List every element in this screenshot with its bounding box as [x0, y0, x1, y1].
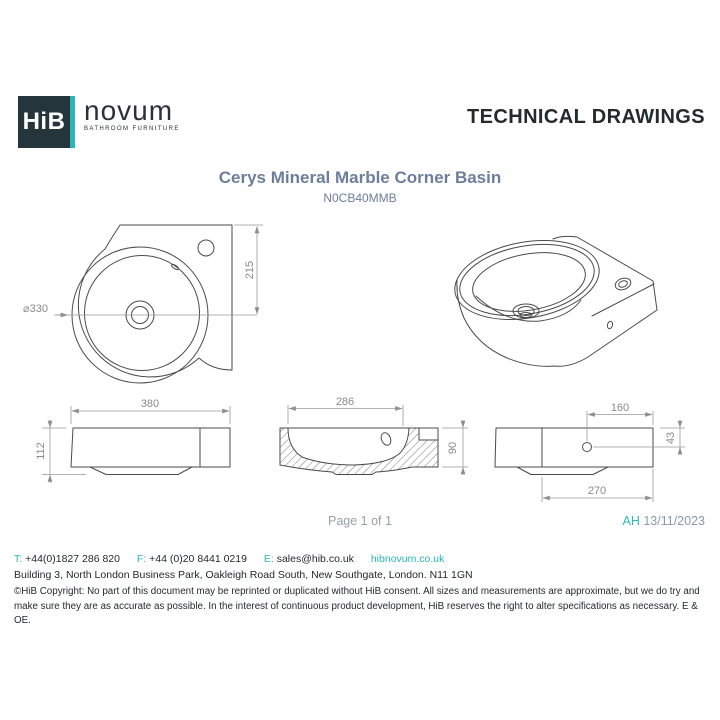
- product-name: Cerys Mineral Marble Corner Basin: [218, 168, 502, 187]
- email-address[interactable]: sales@hib.co.uk: [276, 553, 354, 565]
- company-address: Building 3, North London Business Park, …: [14, 569, 473, 581]
- section-deck-notch: [418, 427, 439, 441]
- side-overflow-hole: [582, 442, 592, 452]
- side-view-drawing: 160 43 270: [494, 402, 685, 502]
- novum-wordmark: novum BATHROOM FURNITURE: [84, 95, 180, 133]
- page-title: TECHNICAL DRAWINGS: [467, 106, 705, 128]
- plan-overflow-mark: [170, 263, 180, 271]
- persp-overflow-hole: [606, 320, 614, 330]
- plan-outline: [77, 224, 233, 378]
- side-width-label: 270: [588, 485, 606, 497]
- side-tap-drop-label: 43: [665, 432, 677, 444]
- email-label: E:: [263, 553, 274, 565]
- plan-basin-circle: [84, 255, 200, 371]
- page-number: Page 1 of 1: [328, 514, 392, 528]
- plan-diameter-label: ⌀330: [23, 303, 48, 315]
- revision-date: AH 13/11/2023: [623, 514, 706, 528]
- side-tap-offset-label: 160: [611, 402, 629, 414]
- fax-number: +44 (0)20 8441 0219: [149, 553, 247, 565]
- side-plinth: [516, 466, 609, 475]
- persp-drain-mid: [517, 306, 535, 316]
- plan-view-drawing: ⌀330 215: [23, 224, 263, 384]
- brand-name: novum: [84, 95, 174, 126]
- persp-bowl-curve: [475, 295, 582, 322]
- copyright-notice: ©HiB Copyright: No part of this document…: [14, 586, 700, 626]
- persp-rim-outer: [454, 239, 600, 321]
- plan-tap-hole: [197, 239, 215, 257]
- plan-depth-label: 215: [244, 261, 256, 279]
- persp-tap-hole-inner: [618, 280, 628, 288]
- section-tap-hole: [380, 432, 392, 446]
- persp-bowl-opening: [472, 252, 586, 312]
- persp-tap-hole: [614, 277, 632, 291]
- phone-number: +44(0)1827 286 820: [25, 553, 120, 565]
- front-plinth: [89, 466, 193, 475]
- revision-initials: AH: [622, 514, 640, 528]
- section-view-drawing: 286 90: [279, 396, 468, 475]
- logo-teal-stripe: [70, 96, 75, 148]
- hib-logo-text: HiB: [22, 108, 66, 135]
- brand-tagline: BATHROOM FURNITURE: [84, 126, 180, 132]
- fax-label: F:: [136, 553, 147, 565]
- side-outline: [494, 427, 654, 468]
- revision-date-value: 13/11/2023: [643, 514, 705, 528]
- persp-drain-inner: [519, 312, 533, 318]
- hib-logo: HiB: [18, 96, 75, 148]
- persp-silhouette: [456, 235, 658, 367]
- perspective-view-drawing: [454, 235, 658, 367]
- persp-deck-edge: [591, 283, 655, 317]
- front-height-label: 112: [35, 442, 47, 460]
- phone-label: T:: [14, 553, 23, 565]
- website-link[interactable]: hibnovum.co.uk: [370, 553, 445, 565]
- section-height-label: 90: [447, 442, 459, 454]
- front-width-label: 380: [141, 398, 159, 410]
- section-bowl-cavity: [287, 427, 410, 466]
- front-view-drawing: 380 112: [35, 398, 231, 483]
- section-width-label: 286: [336, 396, 354, 408]
- product-code: N0CB40MMB: [323, 191, 397, 205]
- contact-line: T: +44(0)1827 286 820 F: +44 (0)20 8441 …: [14, 553, 444, 565]
- front-outline: [70, 427, 231, 468]
